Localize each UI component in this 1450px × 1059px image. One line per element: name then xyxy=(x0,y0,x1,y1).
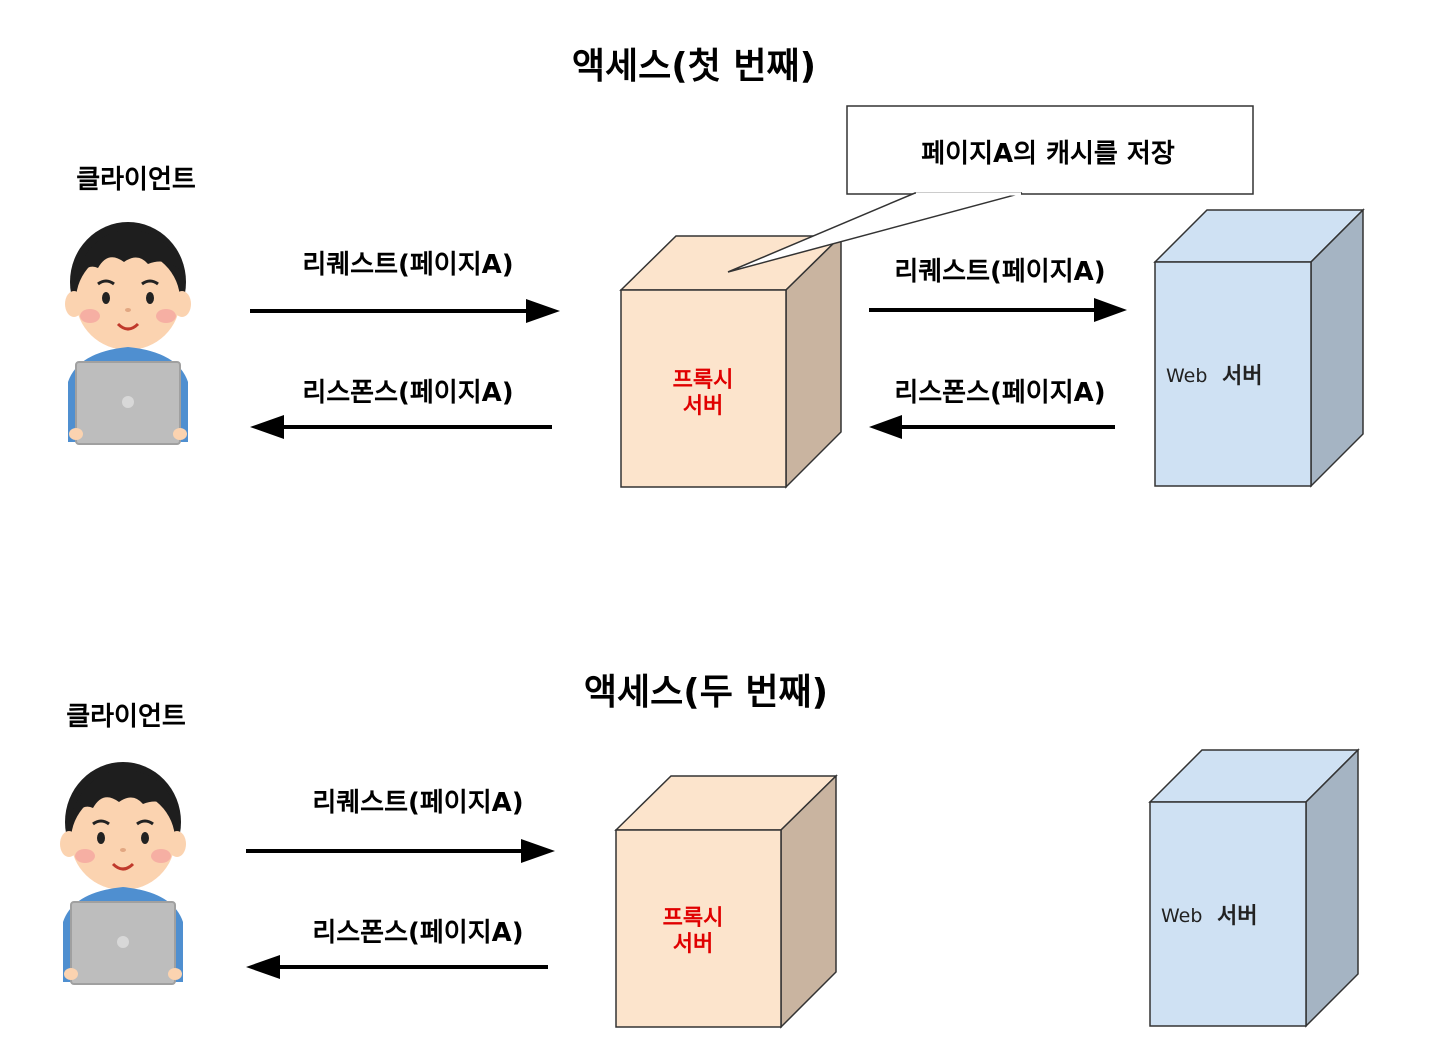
cache-callout-text: 페이지A의 캐시를 저장 xyxy=(921,139,1175,169)
second-client-label: 클라이언트 xyxy=(66,702,186,732)
second-web-server-prefix: Web xyxy=(1161,905,1202,927)
first-title: 액세스(첫 번째) xyxy=(572,46,816,87)
first-request-label-left: 리퀘스트(페이지A) xyxy=(302,250,513,280)
second-web-server-box xyxy=(1148,748,1360,1028)
second-web-server-suffix: 서버 xyxy=(1217,904,1257,929)
second-title: 액세스(두 번째) xyxy=(584,672,828,713)
first-response-arrow-left xyxy=(250,415,552,439)
first-proxy-label-line2: 서버 xyxy=(683,394,723,419)
first-client-label: 클라이언트 xyxy=(76,165,196,195)
first-proxy-server-box xyxy=(619,234,843,489)
second-proxy-server-box xyxy=(614,774,838,1029)
first-request-arrow-left xyxy=(250,299,560,323)
first-web-server-suffix: 서버 xyxy=(1222,364,1262,389)
first-response-label-left: 리스폰스(페이지A) xyxy=(302,378,513,408)
second-proxy-label-line2: 서버 xyxy=(673,932,713,957)
first-response-label-right: 리스폰스(페이지A) xyxy=(894,378,1105,408)
first-web-server-prefix: Web xyxy=(1166,365,1207,387)
cache-callout xyxy=(727,105,1254,273)
second-proxy-label-line1: 프록시 xyxy=(663,906,724,931)
first-response-arrow-right xyxy=(869,415,1115,439)
second-request-label: 리퀘스트(페이지A) xyxy=(312,788,523,818)
second-response-label: 리스폰스(페이지A) xyxy=(312,918,523,948)
first-proxy-label-line1: 프록시 xyxy=(673,368,734,393)
client-person-icon xyxy=(58,760,188,986)
first-request-label-right: 리퀘스트(페이지A) xyxy=(894,257,1105,287)
first-request-arrow-right xyxy=(869,298,1127,322)
second-request-arrow xyxy=(246,839,555,863)
first-web-server-box xyxy=(1153,208,1365,488)
second-response-arrow xyxy=(246,955,548,979)
client-person-icon xyxy=(63,220,193,446)
